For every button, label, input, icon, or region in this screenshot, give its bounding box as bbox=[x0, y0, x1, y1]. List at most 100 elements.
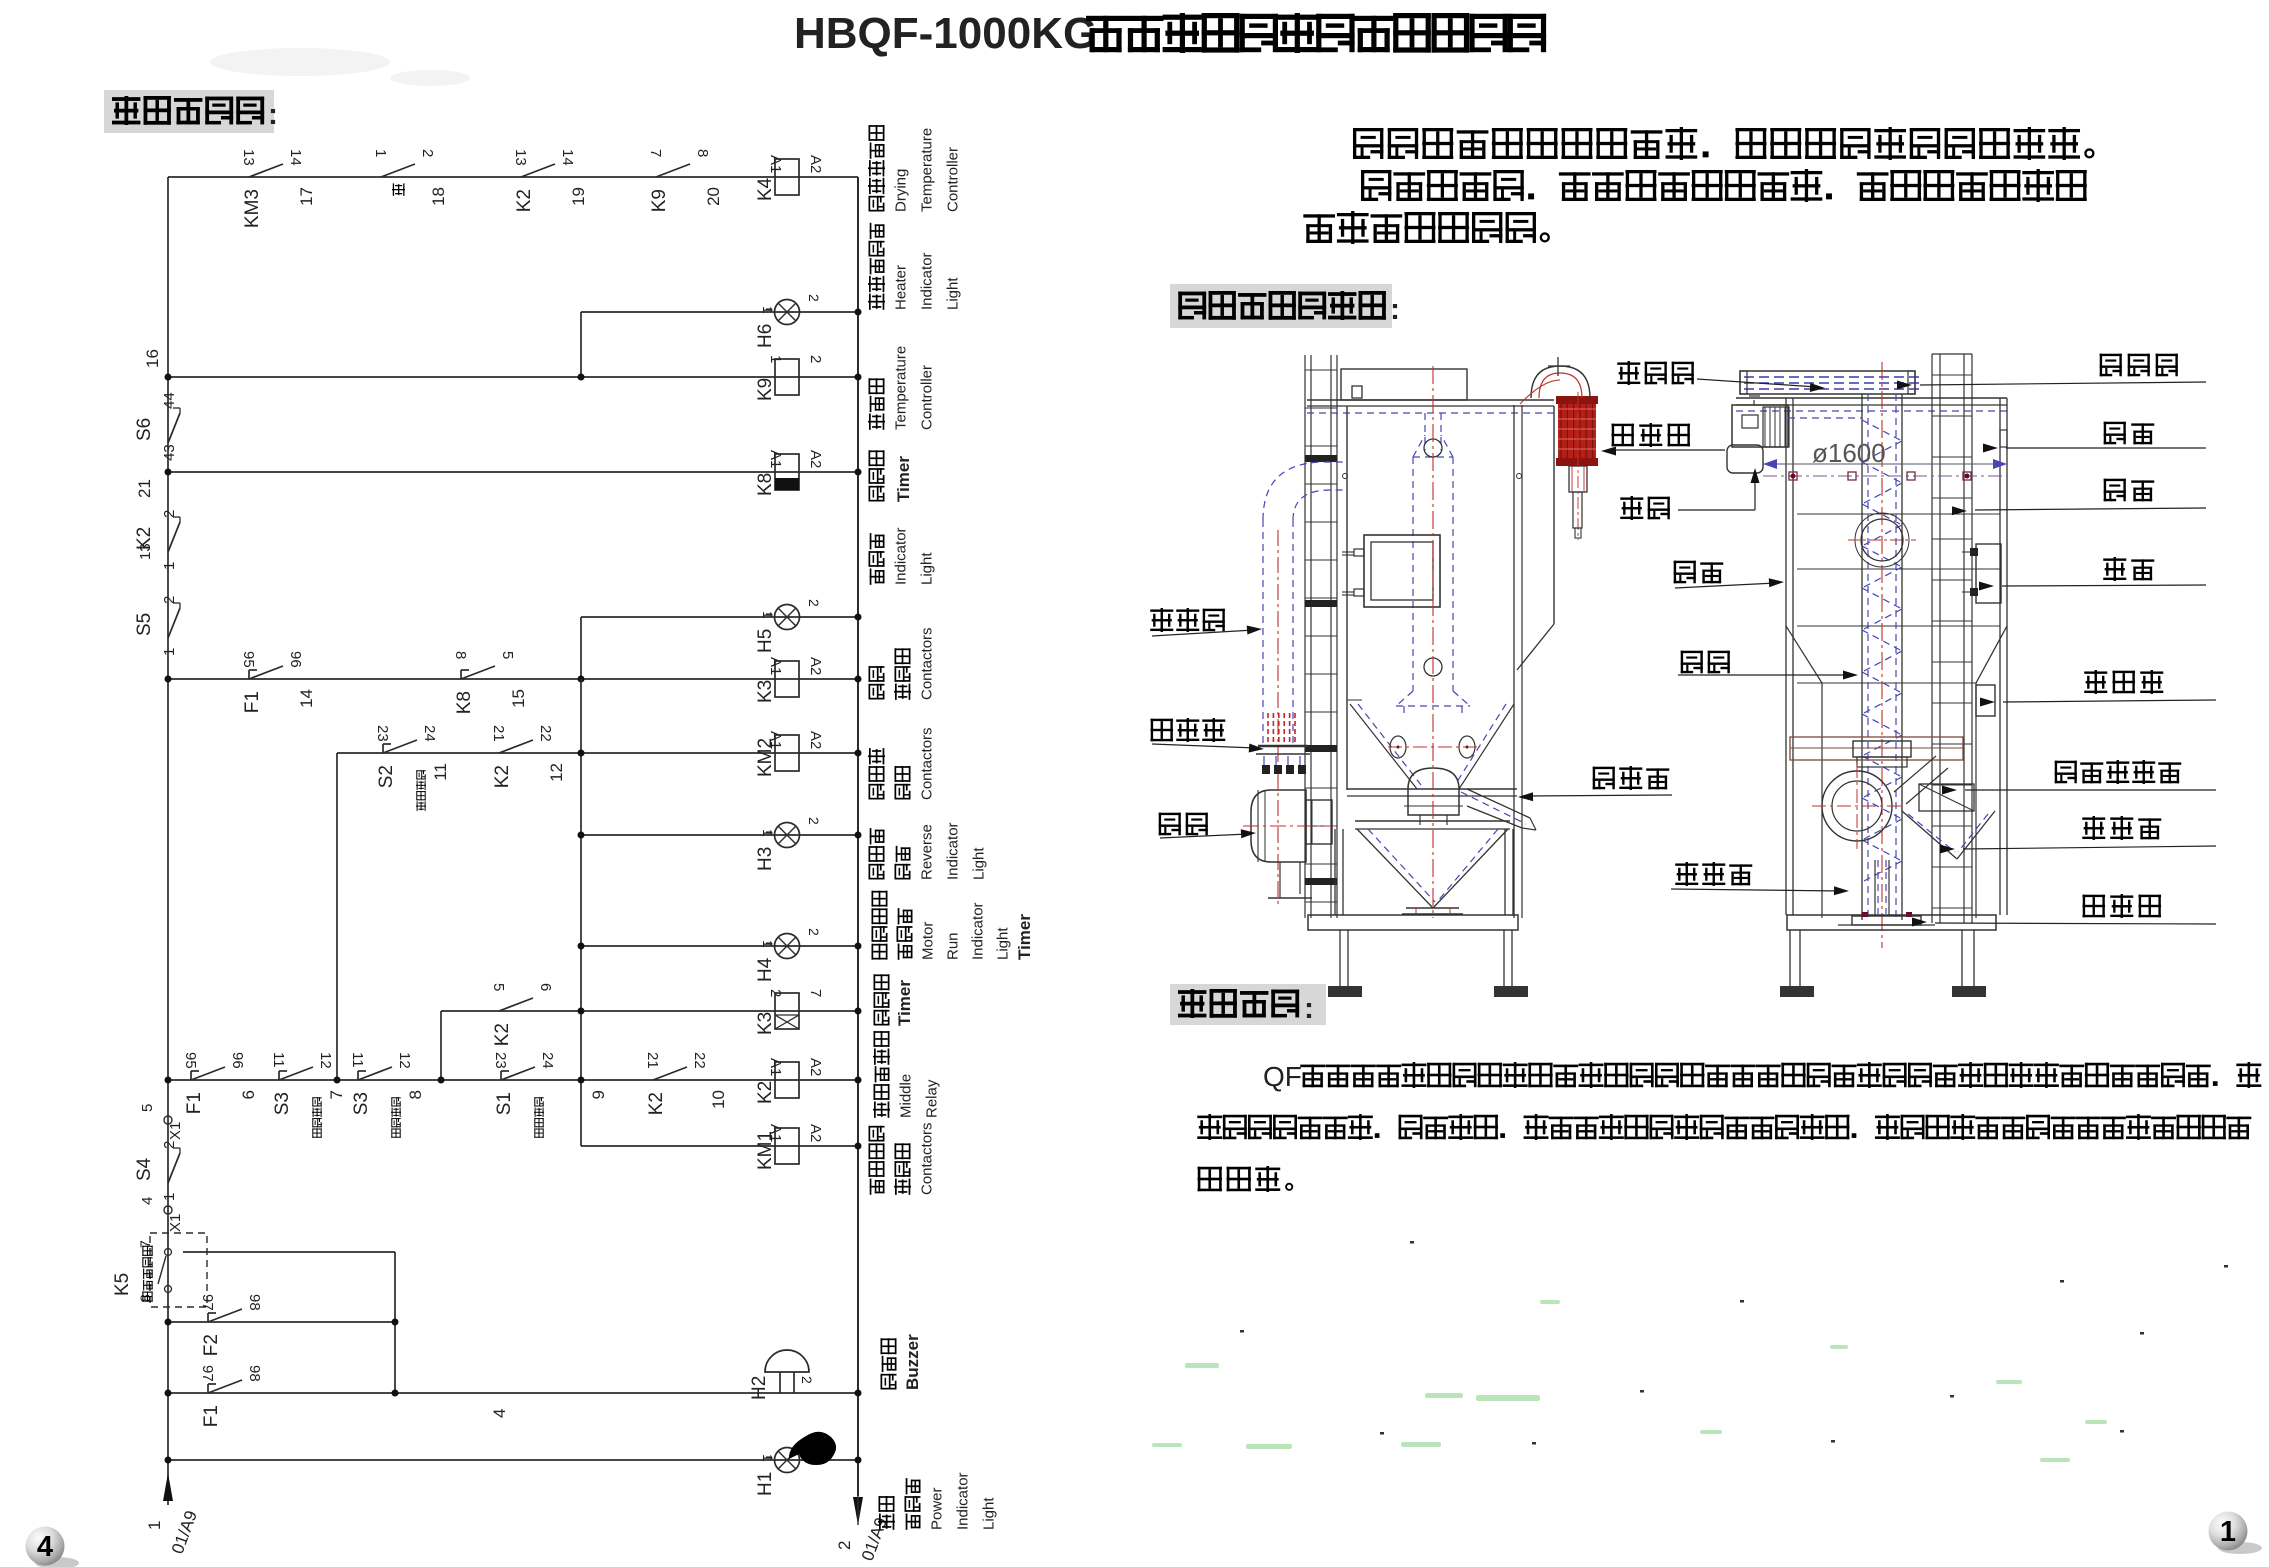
svg-text:2: 2 bbox=[835, 1541, 854, 1550]
svg-text:96: 96 bbox=[229, 1052, 246, 1069]
svg-text:9: 9 bbox=[589, 1090, 608, 1099]
svg-text:95: 95 bbox=[240, 651, 257, 668]
svg-text:98: 98 bbox=[246, 1294, 263, 1311]
svg-text:A1: A1 bbox=[767, 731, 784, 749]
svg-text:H5: H5 bbox=[755, 629, 776, 653]
svg-text:K2: K2 bbox=[646, 1092, 667, 1115]
svg-text:ø1600: ø1600 bbox=[1812, 438, 1886, 468]
svg-text:A1: A1 bbox=[767, 657, 784, 675]
svg-text:21: 21 bbox=[135, 479, 154, 498]
svg-text:7: 7 bbox=[137, 1240, 153, 1248]
svg-text:S4: S4 bbox=[134, 1157, 155, 1181]
svg-text:Light: Light bbox=[944, 277, 961, 310]
svg-text:14: 14 bbox=[297, 689, 316, 708]
svg-text:1: 1 bbox=[372, 149, 389, 157]
svg-text:15: 15 bbox=[509, 689, 528, 708]
svg-text:Relay: Relay bbox=[923, 1079, 940, 1118]
svg-text:19: 19 bbox=[569, 187, 588, 206]
svg-text:98: 98 bbox=[246, 1365, 263, 1382]
svg-text:97: 97 bbox=[199, 1365, 216, 1382]
svg-text:A2: A2 bbox=[807, 450, 824, 468]
svg-text:Temperature: Temperature bbox=[892, 346, 909, 430]
svg-text:H3: H3 bbox=[755, 847, 776, 871]
svg-text:Contactors: Contactors bbox=[918, 1122, 935, 1195]
svg-text:1: 1 bbox=[760, 611, 776, 619]
svg-text::: : bbox=[1304, 992, 1314, 1025]
svg-text:1: 1 bbox=[145, 1521, 164, 1530]
svg-text:A2: A2 bbox=[807, 657, 824, 675]
svg-text:8: 8 bbox=[694, 149, 711, 157]
svg-text:10: 10 bbox=[709, 1090, 728, 1109]
svg-text:H2: H2 bbox=[749, 1376, 770, 1400]
svg-text:Light: Light bbox=[994, 927, 1011, 960]
svg-text:X1: X1 bbox=[167, 1214, 184, 1232]
svg-text:K3: K3 bbox=[755, 1012, 776, 1035]
svg-text:F2: F2 bbox=[201, 1334, 222, 1356]
svg-text:6: 6 bbox=[239, 1090, 258, 1099]
svg-text:S3: S3 bbox=[272, 1092, 293, 1115]
svg-text:HBQF-1000KG: HBQF-1000KG bbox=[794, 9, 1097, 58]
svg-text:K2: K2 bbox=[134, 527, 155, 550]
svg-text:96: 96 bbox=[287, 651, 304, 668]
svg-text:S3: S3 bbox=[351, 1092, 372, 1115]
svg-text:Controller: Controller bbox=[918, 365, 935, 430]
svg-text:2: 2 bbox=[161, 510, 178, 518]
svg-text:Light: Light bbox=[918, 552, 935, 585]
svg-text:Light: Light bbox=[980, 1497, 997, 1530]
svg-text:S1: S1 bbox=[494, 1092, 515, 1115]
svg-text:8: 8 bbox=[137, 1294, 153, 1302]
svg-text:7: 7 bbox=[647, 149, 664, 157]
svg-text:A2: A2 bbox=[807, 731, 824, 749]
svg-text:4: 4 bbox=[139, 1197, 156, 1205]
svg-text:Reverse: Reverse bbox=[918, 824, 935, 880]
svg-text:12: 12 bbox=[396, 1052, 413, 1069]
svg-text:2: 2 bbox=[806, 599, 822, 607]
svg-text:22: 22 bbox=[537, 725, 554, 742]
svg-text:Buzzer: Buzzer bbox=[903, 1334, 922, 1390]
svg-text::: : bbox=[1390, 293, 1400, 326]
svg-text:11: 11 bbox=[270, 1052, 287, 1068]
svg-text:K8: K8 bbox=[755, 473, 776, 496]
svg-text:F1: F1 bbox=[184, 1092, 205, 1114]
svg-text:2: 2 bbox=[806, 928, 822, 936]
svg-text:Heater: Heater bbox=[892, 265, 909, 310]
svg-text:2: 2 bbox=[807, 355, 824, 363]
svg-text:H1: H1 bbox=[755, 1472, 776, 1496]
svg-text:1: 1 bbox=[760, 1454, 776, 1462]
svg-text:1: 1 bbox=[2220, 1516, 2236, 1548]
svg-text:11: 11 bbox=[349, 1052, 366, 1068]
svg-text:5: 5 bbox=[139, 1104, 156, 1112]
svg-text:K3: K3 bbox=[755, 680, 776, 703]
svg-text:Controller: Controller bbox=[944, 147, 961, 212]
svg-text:16: 16 bbox=[143, 349, 162, 368]
svg-text:X1: X1 bbox=[167, 1122, 184, 1140]
svg-text:6: 6 bbox=[537, 983, 554, 991]
svg-text:1: 1 bbox=[760, 940, 776, 948]
svg-text:1: 1 bbox=[161, 562, 178, 570]
svg-text:13: 13 bbox=[240, 149, 257, 166]
svg-text:A1: A1 bbox=[767, 450, 784, 468]
svg-text:8: 8 bbox=[406, 1090, 425, 1099]
svg-text:Indicator: Indicator bbox=[892, 527, 909, 585]
svg-text:K2: K2 bbox=[492, 765, 513, 788]
svg-text:S5: S5 bbox=[134, 613, 155, 636]
svg-text:2: 2 bbox=[806, 294, 822, 302]
svg-text:11: 11 bbox=[431, 763, 450, 781]
svg-text:A1: A1 bbox=[767, 1124, 784, 1142]
svg-text:Indicator: Indicator bbox=[944, 822, 961, 880]
svg-text:43: 43 bbox=[161, 444, 178, 461]
svg-text:A1: A1 bbox=[767, 155, 784, 173]
svg-text:20: 20 bbox=[704, 187, 723, 206]
svg-text:14: 14 bbox=[559, 149, 576, 166]
svg-text:K4: K4 bbox=[755, 177, 776, 201]
svg-text:14: 14 bbox=[287, 149, 304, 166]
svg-text:H4: H4 bbox=[755, 957, 776, 982]
svg-text:12: 12 bbox=[317, 1052, 334, 1069]
svg-text:13: 13 bbox=[137, 543, 154, 560]
svg-text:1: 1 bbox=[161, 648, 178, 656]
svg-text::: : bbox=[268, 98, 278, 131]
svg-text:21: 21 bbox=[490, 725, 507, 742]
svg-text:2: 2 bbox=[806, 817, 822, 825]
svg-text:21: 21 bbox=[644, 1052, 661, 1069]
svg-text:K9: K9 bbox=[755, 378, 776, 401]
